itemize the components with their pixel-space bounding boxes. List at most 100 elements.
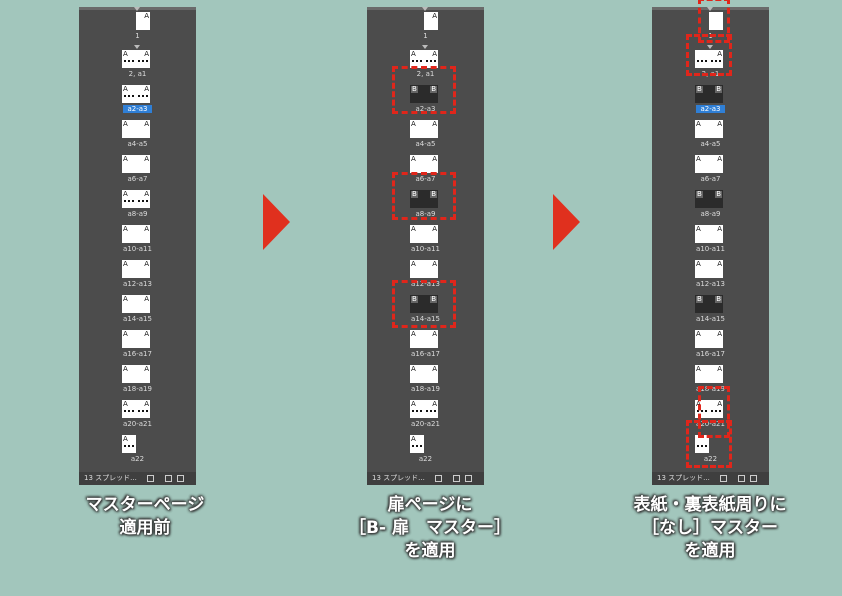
spread-label[interactable]: a10-a11 — [652, 245, 769, 253]
page-thumbnail-left[interactable]: B — [410, 295, 424, 313]
spread-label[interactable]: a10-a11 — [79, 245, 196, 253]
spread-label[interactable]: a22 — [367, 455, 484, 463]
page-thumbnail-left[interactable]: A — [695, 120, 709, 138]
spread-label[interactable]: a22 — [79, 455, 196, 463]
spread-label[interactable]: a8-a9 — [367, 210, 484, 218]
page-thumbnail-left[interactable]: A — [122, 435, 136, 453]
spread-label[interactable]: a4-a5 — [652, 140, 769, 148]
spread-label[interactable]: a12-a13 — [652, 280, 769, 288]
spread-label[interactable]: a8-a9 — [79, 210, 196, 218]
page-thumbnail-right[interactable]: A — [709, 155, 723, 173]
page-thumbnail-left[interactable]: A — [122, 85, 136, 103]
spread-label[interactable]: a2-a3 — [79, 105, 196, 113]
page-thumbnail-left[interactable]: A — [410, 330, 424, 348]
edit-page-size-icon[interactable] — [147, 475, 154, 482]
page-thumbnail-right[interactable]: A — [424, 400, 438, 418]
page-thumbnail-left[interactable]: A — [410, 50, 424, 68]
page-thumbnail-left[interactable]: A — [122, 50, 136, 68]
spread-label[interactable]: 2, a1 — [79, 70, 196, 78]
spread-label[interactable]: 1 — [367, 32, 484, 40]
page-thumbnail-right[interactable]: A — [709, 225, 723, 243]
edit-page-size-icon[interactable] — [720, 475, 727, 482]
page-thumbnail-left[interactable]: B — [410, 190, 424, 208]
page-thumbnail-right[interactable]: B — [709, 190, 723, 208]
spread-thumbnail[interactable] — [709, 12, 723, 30]
page-thumbnail-left[interactable] — [695, 435, 709, 453]
page-thumbnail-left[interactable]: A — [122, 120, 136, 138]
page-thumbnail-right[interactable]: B — [709, 295, 723, 313]
page-thumbnail-right[interactable]: A — [424, 365, 438, 383]
spread-label[interactable]: a14-a15 — [652, 315, 769, 323]
spread-label[interactable]: 1 — [79, 32, 196, 40]
spread-label[interactable]: a18-a19 — [652, 385, 769, 393]
page-thumbnail-left[interactable]: A — [410, 260, 424, 278]
page-thumbnail-right[interactable]: A — [424, 12, 438, 30]
page-thumbnail-left[interactable]: B — [695, 85, 709, 103]
spread-label[interactable]: a12-a13 — [79, 280, 196, 288]
spread-label[interactable]: a6-a7 — [367, 175, 484, 183]
page-thumbnail-right[interactable]: A — [709, 50, 723, 68]
spread-label[interactable]: a4-a5 — [79, 140, 196, 148]
new-page-icon[interactable] — [165, 475, 172, 482]
page-thumbnail-left[interactable]: A — [410, 120, 424, 138]
spread-thumbnail[interactable]: A — [410, 435, 424, 453]
page-thumbnail-right[interactable]: B — [424, 295, 438, 313]
page-thumbnail-right[interactable]: A — [709, 365, 723, 383]
page-thumbnail-left[interactable]: B — [695, 190, 709, 208]
page-thumbnail-right[interactable]: A — [709, 330, 723, 348]
spread-thumbnail[interactable]: A — [136, 12, 150, 30]
page-thumbnail-left[interactable]: A — [695, 365, 709, 383]
spread-label[interactable]: a16-a17 — [652, 350, 769, 358]
page-thumbnail-right[interactable]: A — [136, 155, 150, 173]
spread-label[interactable]: a14-a15 — [367, 315, 484, 323]
page-thumbnail-left[interactable]: A — [122, 260, 136, 278]
spread-label[interactable]: a20-a21 — [367, 420, 484, 428]
spread-label[interactable]: a10-a11 — [367, 245, 484, 253]
page-thumbnail-right[interactable]: A — [136, 295, 150, 313]
spread-label[interactable]: a18-a19 — [367, 385, 484, 393]
page-thumbnail-left[interactable]: A — [122, 365, 136, 383]
page-thumbnail-left[interactable]: A — [122, 225, 136, 243]
page-thumbnail-right[interactable]: A — [136, 330, 150, 348]
spread-thumbnail[interactable]: A — [122, 435, 136, 453]
spread-label[interactable]: a22 — [652, 455, 769, 463]
page-thumbnail-right[interactable]: A — [424, 330, 438, 348]
page-thumbnail-right[interactable]: A — [424, 225, 438, 243]
delete-page-icon[interactable] — [177, 475, 184, 482]
spread-label[interactable]: a6-a7 — [652, 175, 769, 183]
spread-label[interactable]: a4-a5 — [367, 140, 484, 148]
page-thumbnail-left[interactable]: A — [122, 330, 136, 348]
page-thumbnail-right[interactable]: A — [136, 120, 150, 138]
spread-label[interactable]: a18-a19 — [79, 385, 196, 393]
page-thumbnail-right[interactable]: B — [424, 85, 438, 103]
page-thumbnail-right[interactable]: A — [136, 365, 150, 383]
page-thumbnail-left[interactable]: A — [410, 155, 424, 173]
spread-label[interactable]: a16-a17 — [79, 350, 196, 358]
page-thumbnail-right[interactable]: A — [424, 260, 438, 278]
page-thumbnail-left[interactable] — [695, 50, 709, 68]
page-thumbnail-right[interactable]: A — [136, 12, 150, 30]
page-thumbnail-right[interactable]: A — [136, 225, 150, 243]
spread-thumbnail[interactable] — [695, 435, 709, 453]
